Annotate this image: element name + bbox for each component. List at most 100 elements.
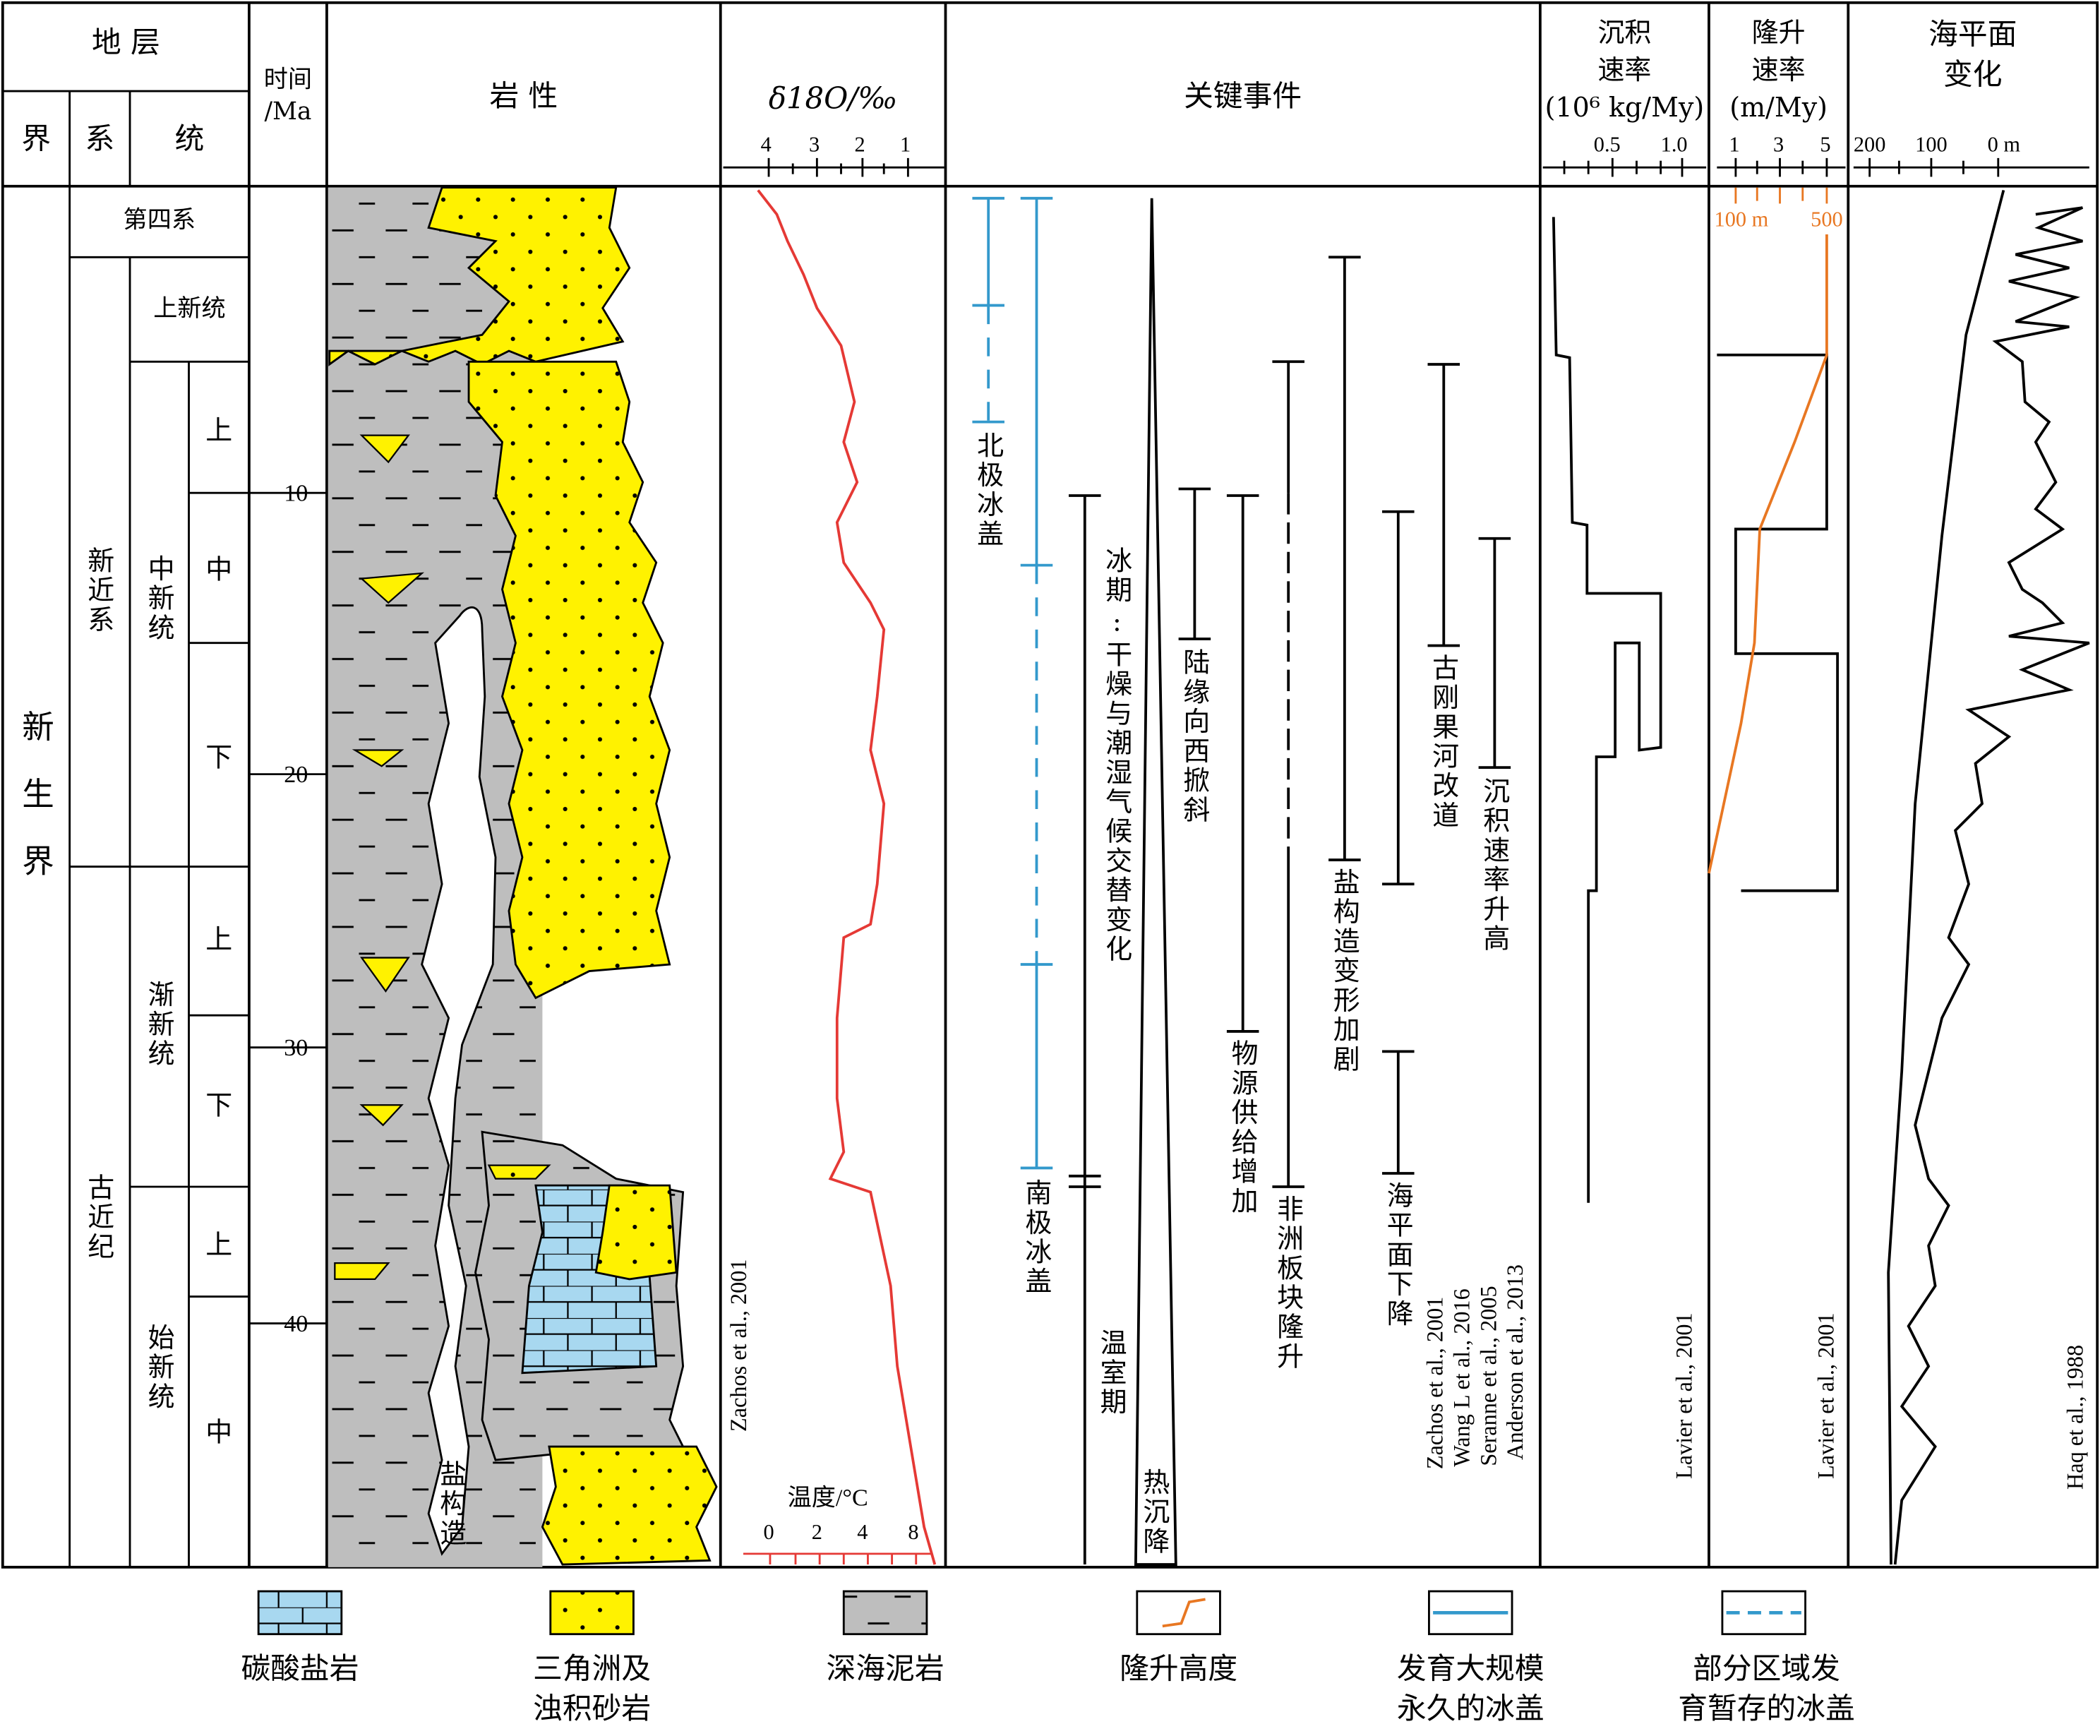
strata-header: 地 层 [91,26,160,61]
time-tick-label: 20 [284,760,308,788]
sed-rate-increase-label: 沉积速率升高 [1478,777,1511,954]
d18o-tick: 2 [854,133,865,157]
substage-label: 下 [205,741,233,773]
salt-structure-label: 盐构造 [435,1460,468,1549]
icehouse-label: 冰期:干燥与潮湿气候交替变化 [1100,546,1134,965]
uplift-rate-curve [1717,353,1839,892]
sed-rate-header: 沉积 速率 (10⁶ kg/My) [1544,16,1705,124]
sea-level-panel [1853,157,2090,1565]
substage-label: 下 [205,1089,233,1122]
uplift-header: 隆升 速率 (m/My) [1729,16,1828,124]
salt-diapir [421,606,497,1556]
uplift-height-curve [1708,234,1828,874]
substage-label: 上 [205,414,233,446]
time-tick-label: 10 [284,479,308,507]
sea-tick: 200 [1853,133,1886,157]
pliocene-label: 上新统 [153,294,226,323]
haq-ref: Haq et al., 1988 [2062,1344,2088,1490]
event-ref: Wang L et al., 2016 [1448,1288,1475,1467]
lithology-header: 岩 性 [489,80,558,114]
column-lines [248,2,1850,1567]
legend-icons [257,1590,1806,1636]
d18o-header: δ18O/‰ [768,83,898,117]
sea-level-fall-label: 海平面下降 [1382,1181,1415,1329]
d18o-panel [723,157,944,1565]
legend-sandstone: 三角洲及 浊积砂岩 [533,1653,652,1727]
legend-uplift-height: 隆升高度 [1120,1653,1238,1687]
eocene-label: 始新统 [143,1323,176,1412]
temp-tick: 2 [811,1521,822,1545]
antarctic-ice-label: 南极冰盖 [1020,1178,1053,1297]
uplift-tick: 1 [1729,133,1740,157]
thermal-subsidence-label: 热沉降 [1138,1468,1171,1557]
quaternary-label: 第四系 [123,206,196,235]
event-ref: Zachos et al., 2001 [1422,1296,1448,1470]
d18o-tick: 4 [760,133,772,157]
event-ref: Seranne et al., 2005 [1475,1286,1501,1466]
xi-header: 系 [85,123,115,157]
era-label: 新生界 [16,710,54,911]
sed-tick: 0.5 [1593,133,1621,157]
legend-temporary-ice: 部分区域发 育暂存的冰盖 [1678,1653,1855,1727]
substage-label: 上 [205,923,233,955]
uplift-500-label: 500 [1811,208,1843,232]
legend-carbonate: 碳酸盐岩 [241,1653,359,1687]
zachos-ref: Zachos et al., 2001 [726,1259,752,1432]
temp-tick: 8 [908,1521,919,1545]
events-header: 关键事件 [1184,80,1302,114]
uplift-tick: 5 [1820,133,1831,157]
miocene-label: 中新统 [143,554,176,643]
sed-tick: 1.0 [1660,133,1688,157]
greenhouse-label: 温室期 [1095,1329,1128,1418]
substage-label: 中 [205,553,233,586]
sandstone-base [541,1445,718,1566]
neogene-label: 新近系 [83,546,116,635]
congo-avulsion-label: 古刚果河改道 [1427,653,1460,831]
legend-uplift-icon [1136,1590,1221,1636]
sea-level-shortterm [1893,206,2090,1565]
legend-sand-icon [549,1590,635,1636]
legend-mudstone: 深海泥岩 [826,1653,944,1687]
d18o-tick: 1 [899,133,911,157]
substage-label: 上 [205,1228,233,1261]
lithology-column [328,186,718,1567]
frame [1,1,2099,1569]
sandstone-top [328,186,631,366]
time-ticks [248,491,327,1324]
uplift-100-label: 100 m [1714,208,1769,232]
lavier-ref-uplift: Lavier et al., 2001 [1813,1312,1839,1479]
african-uplift-label: 非洲板块隆升 [1272,1195,1304,1372]
uplift-panel [1708,157,1846,892]
legend-permanent-ice: 发育大规模 永久的冰盖 [1396,1653,1544,1727]
jie-header: 界 [21,123,52,157]
sandstone-eocene [594,1184,678,1281]
temp-tick: 4 [857,1521,868,1545]
temp-tick: 0 [763,1521,774,1545]
strat-grid [2,90,249,1567]
sandstone-main [467,360,671,1000]
sea-level-longterm [1887,189,2005,1565]
oligocene-label: 渐新统 [143,980,176,1070]
events-panel [972,196,1511,1566]
arctic-ice-label: 北极冰盖 [972,431,1004,549]
lavier-ref-sed: Lavier et al., 2001 [1671,1312,1697,1479]
paleogene-label: 古近纪 [83,1173,116,1262]
time-tick-label: 30 [284,1034,308,1061]
sea-level-header: 海平面 变化 [1928,18,2017,92]
uplift-tick: 3 [1773,133,1784,157]
time-header: 时间 /Ma [263,65,313,126]
sed-rate-panel [1542,157,1707,1203]
legend-mud-icon [842,1590,928,1636]
temp-axis-label: 温度/°C [787,1484,868,1511]
margin-tilt-label: 陆缘向西掀斜 [1178,648,1211,825]
substage-label: 中 [205,1415,233,1448]
d18o-curve [757,189,937,1565]
d18o-tick: 3 [808,133,820,157]
sediment-supply-label: 物源供给增加 [1226,1039,1259,1216]
sea-tick: 0 m [1987,133,2020,157]
event-ref: Anderson et al., 2013 [1502,1264,1528,1460]
tong-header: 统 [174,123,205,157]
salt-deformation-label: 盐构造变形加剧 [1328,868,1361,1074]
